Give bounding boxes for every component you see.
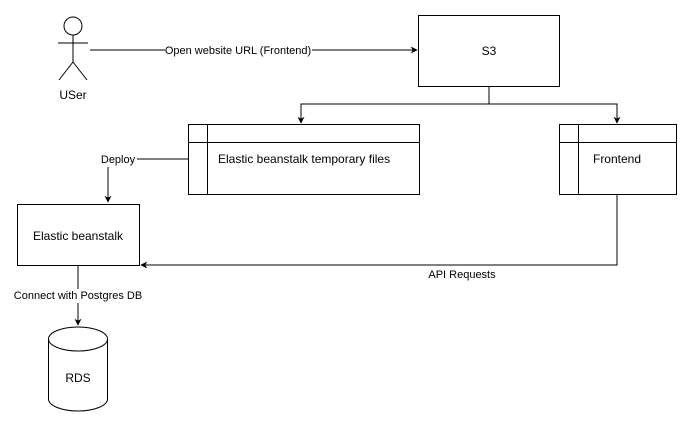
- node-label: S3: [482, 44, 497, 58]
- node-label: Frontend: [593, 152, 641, 166]
- edge-label-deploy: Deploy: [101, 154, 136, 166]
- edge-label-api-requests: API Requests: [428, 269, 496, 281]
- node-label: Elastic beanstalk temporary files: [218, 152, 390, 166]
- node-shape: [17, 204, 140, 266]
- edge-s3-to-frontend: [489, 103, 621, 124]
- actor-icon: [58, 16, 88, 81]
- node-rds[interactable]: RDS: [48, 326, 108, 412]
- edge-label-background: [165, 43, 312, 57]
- node-frontend[interactable]: Frontend: [559, 124, 677, 195]
- edge-eb-temp-files-to-eb: Deploy: [99, 153, 188, 203]
- cylinder-body: [48, 339, 108, 412]
- node-user[interactable]: USer: [58, 16, 88, 102]
- node-label: Elastic beanstalk: [33, 229, 124, 243]
- node-shape: [188, 124, 420, 195]
- edge-frontend-to-eb: API Requests: [140, 195, 618, 281]
- node-elastic-beanstalk[interactable]: Elastic beanstalk: [17, 204, 140, 266]
- edge-label-open-website: Open website URL (Frontend): [165, 45, 311, 57]
- edge-line: [140, 195, 618, 269]
- cylinder-top: [48, 326, 108, 352]
- edge-eb-to-rds: Connect with Postgres DB: [12, 265, 144, 326]
- edge-label-connect-postgres: Connect with Postgres DB: [14, 290, 142, 302]
- edge-label-background: [99, 153, 137, 167]
- edge-label-background: [12, 289, 144, 303]
- node-eb-temp-files[interactable]: Elastic beanstalk temporary files: [188, 124, 420, 195]
- edge-line: [489, 103, 621, 124]
- node-shape: [418, 15, 560, 87]
- edge-s3-to-eb-temp-files: [297, 87, 490, 124]
- node-label: USer: [59, 88, 86, 102]
- node-label: RDS: [65, 371, 90, 385]
- edge-user-to-s3: Open website URL (Frontend): [90, 43, 418, 57]
- node-s3[interactable]: S3: [418, 15, 560, 87]
- edge-line: [297, 87, 490, 124]
